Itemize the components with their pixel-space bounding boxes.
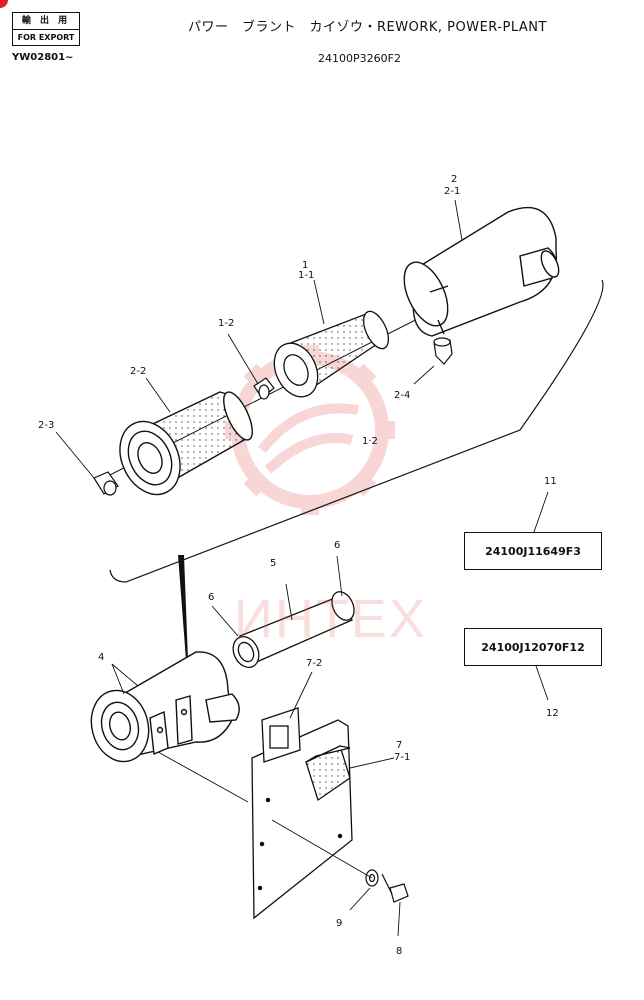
assembly-arrow xyxy=(178,555,188,660)
page-title: パワー ブラント カイゾウ・REWORK, POWER-PLANT xyxy=(188,20,547,35)
label-2: 2 xyxy=(451,174,458,185)
label-6-left: 6 xyxy=(208,592,215,603)
label-4: 4 xyxy=(98,652,105,663)
label-7-2: 7-2 xyxy=(306,658,323,669)
outer-filter-element xyxy=(119,391,253,496)
serial-range: YW02801~ xyxy=(12,52,74,63)
label-2-3: 2-3 xyxy=(38,420,55,431)
ref-box-12: 24100J12070F12 xyxy=(464,628,602,666)
label-6-top: 6 xyxy=(334,540,341,551)
corner-marker xyxy=(0,0,8,8)
stamp-line-2: FOR EXPORT xyxy=(17,33,75,42)
outer-wing-nut xyxy=(93,471,119,496)
inner-wing-nut xyxy=(253,377,275,400)
inner-filter-element xyxy=(273,310,390,398)
label-2-1: 2-1 xyxy=(444,186,461,197)
label-7: 7 xyxy=(396,740,403,751)
label-8: 8 xyxy=(396,946,403,957)
label-12: 12 xyxy=(546,708,559,719)
label-7-1: 7-1 xyxy=(394,752,411,763)
evacuator-valve xyxy=(433,337,453,365)
leader-lines xyxy=(55,199,549,937)
label-1-2: 1-2 xyxy=(218,318,235,329)
label-2-2: 2-2 xyxy=(130,366,147,377)
label-1-2-group: 1·2 xyxy=(362,436,378,447)
label-1: 1 xyxy=(302,260,309,271)
assembly-part-number: 24100P3260F2 xyxy=(318,52,401,65)
label-11: 11 xyxy=(544,476,557,487)
export-stamp: 輸 出 用 FOR EXPORT xyxy=(12,12,80,46)
intake-hose xyxy=(232,591,355,669)
air-cleaner-assembly xyxy=(90,651,240,763)
exploded-group-boundary xyxy=(109,279,604,583)
nut-and-bolt xyxy=(365,869,409,903)
label-1-1: 1-1 xyxy=(298,270,315,281)
air-cleaner-housing xyxy=(403,207,560,337)
watermark-text: ИНТЕХ xyxy=(234,589,427,649)
label-2-4: 2-4 xyxy=(394,390,411,401)
mounting-bracket-plate xyxy=(251,707,353,920)
label-9: 9 xyxy=(336,918,343,929)
label-5: 5 xyxy=(270,558,277,569)
stamp-line-1: 輸 出 用 xyxy=(13,13,79,30)
ref-box-11: 24100J11649F3 xyxy=(464,532,602,570)
